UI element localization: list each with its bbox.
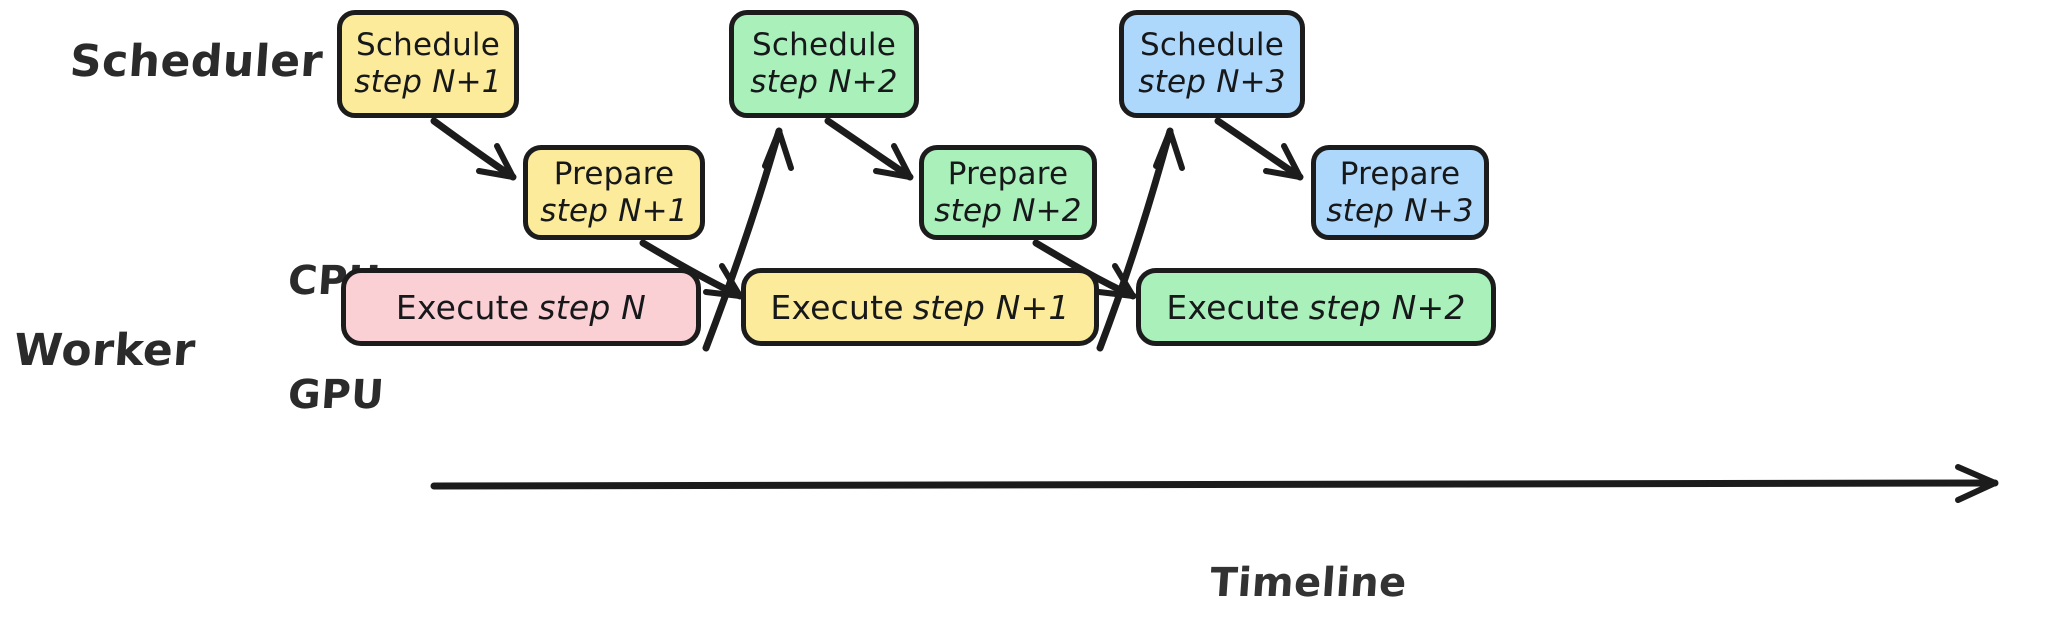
node-prepare-step-n2[interactable]: Prepare step N+2 [919, 145, 1097, 240]
node-schedule-step-n1[interactable]: Schedule step N+1 [337, 10, 519, 118]
node-prepare-step-n1[interactable]: Prepare step N+1 [523, 145, 705, 240]
node-line-1: Schedule [1139, 27, 1285, 64]
arrow-execute-n-to-schedule-n2 [702, 127, 794, 352]
node-line-2: step N+1 [540, 192, 688, 229]
lane-label-scheduler: Scheduler [68, 36, 325, 87]
arrow-schedule-n2-to-prepare-n2 [824, 117, 914, 181]
node-line-2: step N+3 [1138, 64, 1286, 100]
bar-execute-step-n2[interactable]: Execute step N+2 [1136, 268, 1496, 346]
node-line-1: Prepare [553, 155, 675, 192]
bar-step: step N+1 [912, 287, 1070, 327]
lane-label-gpu: GPU [286, 372, 386, 418]
bar-prefix: Execute [395, 287, 530, 327]
timeline-axis [430, 464, 1999, 503]
bar-execute-step-n1[interactable]: Execute step N+1 [741, 268, 1099, 346]
node-line-1: Schedule [751, 27, 897, 64]
arrow-schedule-n1-to-prepare-n1 [430, 117, 517, 181]
node-line-2: step N+1 [354, 64, 502, 100]
lane-label-worker: Worker [12, 325, 198, 376]
arrow-schedule-n3-to-prepare-n3 [1214, 117, 1304, 181]
bar-step: step N [538, 287, 647, 327]
arrow-execute-n1-to-schedule-n3 [1096, 127, 1185, 352]
node-line-2: step N+3 [1326, 192, 1474, 229]
bar-step: step N+2 [1308, 287, 1466, 327]
node-line-1: Schedule [355, 27, 501, 64]
timeline-axis-label: Timeline [1208, 560, 1409, 606]
node-schedule-step-n2[interactable]: Schedule step N+2 [729, 10, 919, 118]
node-line-2: step N+2 [750, 64, 898, 100]
node-schedule-step-n3[interactable]: Schedule step N+3 [1119, 10, 1305, 118]
node-prepare-step-n3[interactable]: Prepare step N+3 [1311, 145, 1489, 240]
node-line-1: Prepare [947, 155, 1069, 192]
node-line-1: Prepare [1339, 155, 1461, 192]
bar-execute-step-n[interactable]: Execute step N [341, 268, 701, 346]
node-line-2: step N+2 [934, 192, 1082, 229]
bar-prefix: Execute [770, 287, 904, 327]
bar-prefix: Execute [1166, 287, 1300, 327]
